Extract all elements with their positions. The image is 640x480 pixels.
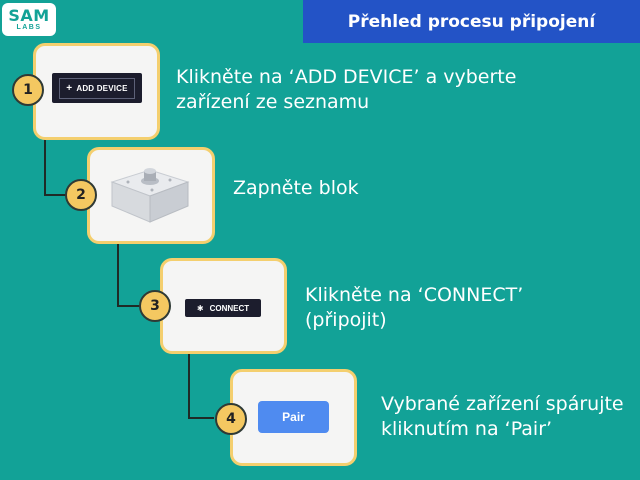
sam-labs-logo: SAM LABS [2,3,56,36]
step-4-badge: 4 [215,403,247,435]
page-title: Přehled procesu připojení [303,0,640,43]
connect-button[interactable]: ✱ CONNECT [185,299,261,317]
step-1-badge: 1 [12,74,44,106]
step-2-badge: 2 [65,179,97,211]
step-3-text: Klikněte na ‘CONNECT’ (připojit) [305,284,524,331]
pair-button[interactable]: Pair [258,401,329,433]
step-1-text: Klikněte na ‘ADD DEVICE’ a vyberte zaříz… [176,66,517,113]
bluetooth-icon: ✱ [196,303,204,313]
plus-icon: + [66,82,73,94]
add-device-label: ADD DEVICE [76,83,128,93]
logo-sub: LABS [16,23,42,31]
connect-label: CONNECT [209,303,250,313]
step-4-text: Vybrané zařízení spárujte kliknutím na ‘… [381,393,624,440]
step-3-badge: 3 [139,290,171,322]
add-device-button[interactable]: +ADD DEVICE [52,73,142,103]
logo-name: SAM [8,5,50,25]
sam-block-image [110,168,190,223]
step-2-text: Zapněte blok [233,177,359,199]
